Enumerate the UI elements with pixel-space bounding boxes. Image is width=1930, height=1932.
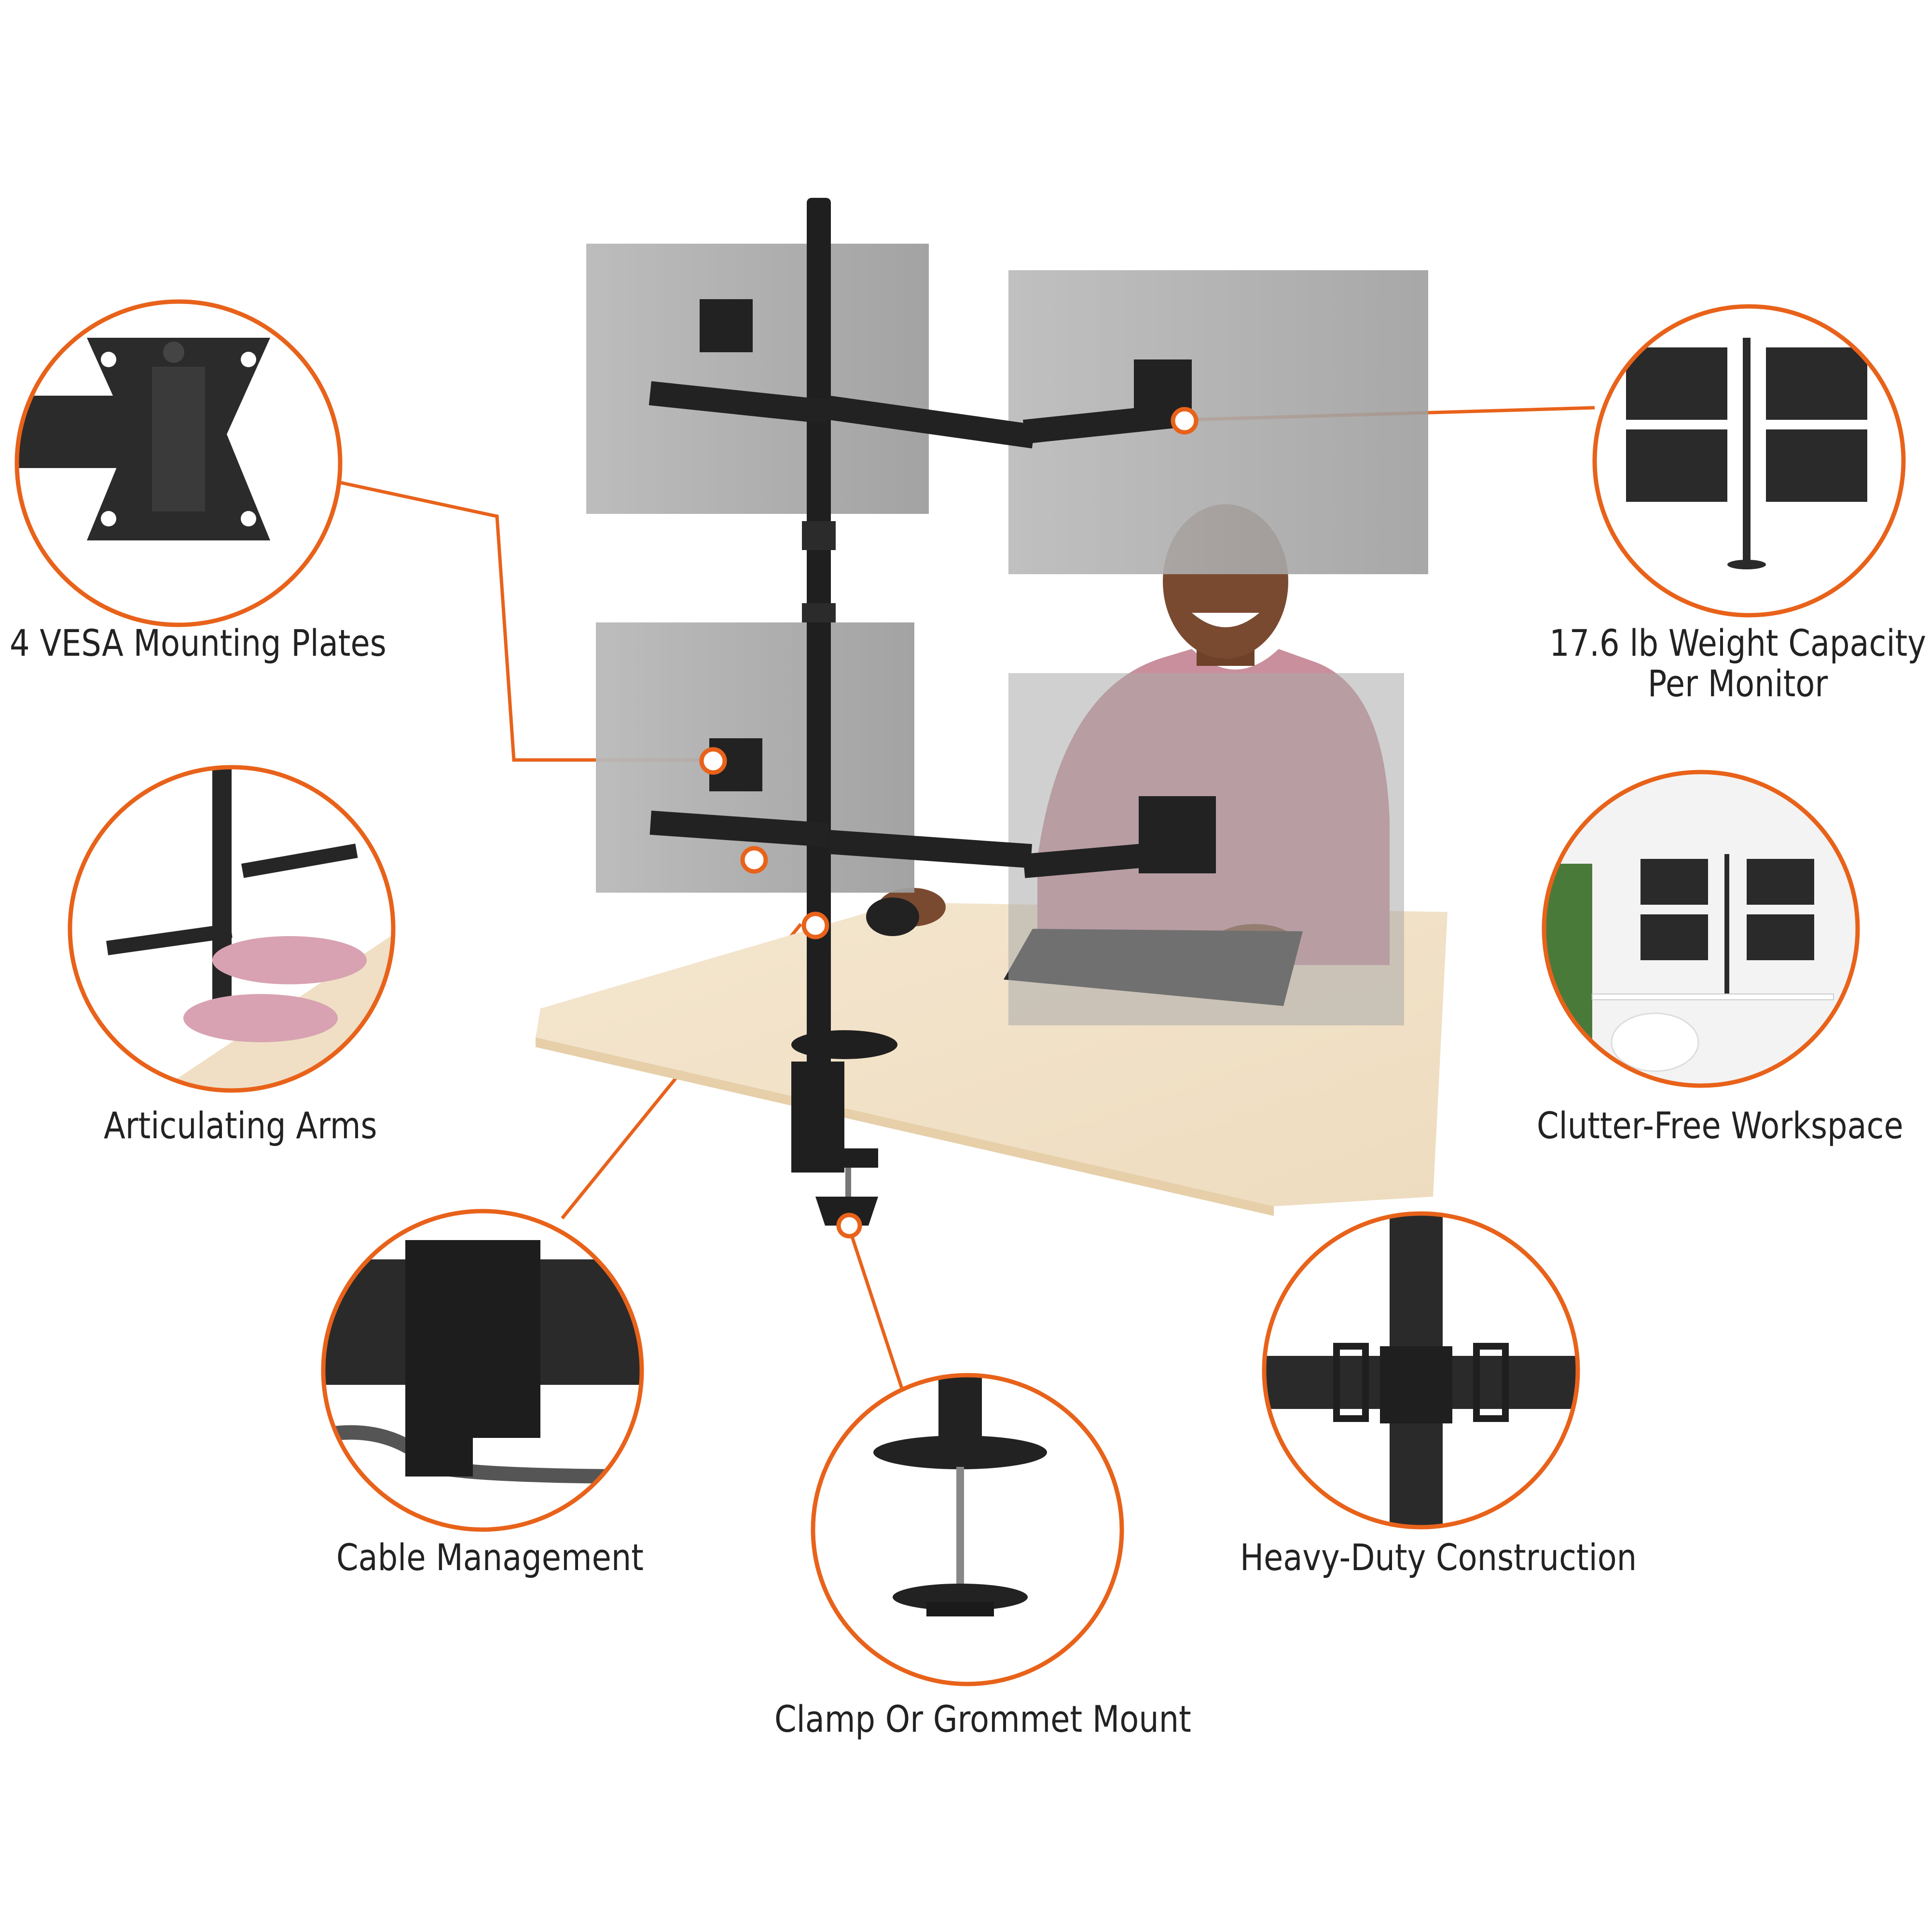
main-product-photo: [536, 198, 1448, 1239]
feature-heavy-circle: [1262, 1211, 1580, 1530]
desk-clamp: [791, 1030, 897, 1226]
mount-pole: [807, 198, 831, 1139]
callout-markers: [699, 407, 1199, 1239]
marker-cable-2: [801, 911, 829, 939]
marker-weight: [1171, 407, 1199, 435]
label-clamp-grommet: Clamp Or Grommet Mount: [774, 1697, 1191, 1740]
marker-clamp: [836, 1213, 862, 1239]
upper-arm: [648, 299, 1192, 449]
connector-clamp: [847, 1227, 904, 1391]
vesa-plate-top-left: [700, 299, 753, 352]
pole-collar: [802, 521, 836, 550]
feature-arms-circle: [68, 765, 396, 1093]
feature-clamp-circle: [811, 1373, 1124, 1686]
pole-joint: [802, 603, 836, 622]
label-cable-management: Cable Management: [336, 1536, 644, 1579]
label-heavy-duty: Heavy-Duty Construction: [1240, 1536, 1637, 1579]
desk-edge: [536, 1037, 1274, 1216]
label-clutter-free: Clutter-Free Workspace: [1537, 1104, 1903, 1147]
label-articulating-arms: Articulating Arms: [104, 1104, 377, 1147]
vesa-plate-bottom-right: [1139, 796, 1216, 873]
label-weight-capacity: 17.6 lb Weight Capacity Per Monitor: [1549, 621, 1926, 705]
feature-clutter-circle: [1542, 770, 1860, 1088]
monitor-top-left: [586, 244, 929, 514]
feature-vesa-circle: [14, 299, 343, 627]
person-smile: [1192, 613, 1259, 627]
marker-vesa: [699, 747, 727, 775]
feature-weight-circle: [1592, 304, 1906, 618]
marker-cable-1: [740, 846, 768, 874]
vesa-plate-top-right: [1134, 359, 1192, 417]
feature-cable-circle: [321, 1209, 644, 1532]
label-vesa-plates: 4 VESA Mounting Plates: [10, 621, 386, 664]
lower-arm: [649, 738, 1216, 878]
mouse: [866, 897, 919, 936]
